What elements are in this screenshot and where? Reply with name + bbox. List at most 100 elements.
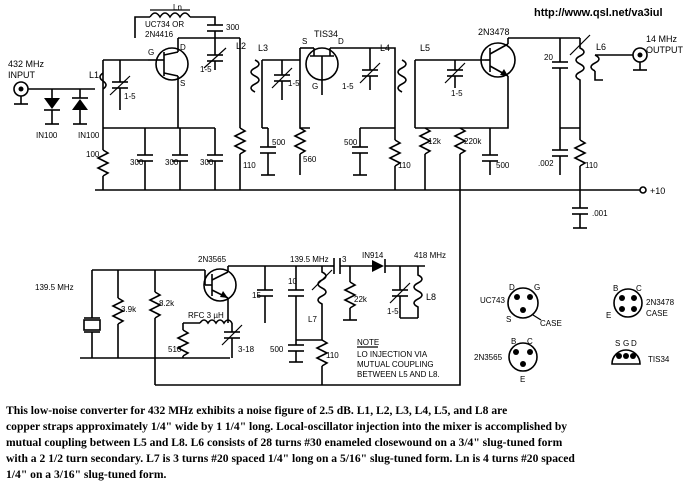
r110a-value: 110: [243, 161, 256, 170]
diode-d2-label: IN100: [78, 131, 100, 140]
r220k-value: 220k: [464, 137, 482, 146]
cap-3: [330, 258, 372, 274]
c300a-value: 300: [226, 23, 240, 32]
p2n3565-e: E: [520, 375, 525, 384]
inductor-l1: [99, 60, 107, 120]
caption-line-1: This low-noise converter for 432 MHz exh…: [6, 404, 508, 417]
r39k-value: 3.9k: [121, 305, 137, 314]
resistor-110-a: [233, 127, 247, 190]
q2-gate: G: [312, 82, 318, 91]
l5-label: L5: [420, 43, 430, 53]
pinout-uc743: [507, 287, 542, 321]
q4-type: 2N3565: [198, 255, 227, 264]
diode-in914-label: IN914: [362, 251, 384, 260]
l8-label: L8: [426, 292, 436, 302]
converter-schematic: 432 MHz INPUT IN100 IN100 L1: [8, 3, 684, 386]
input-trimmer: [109, 60, 131, 110]
l2-label: L2: [236, 41, 246, 51]
source-url: http://www.qsl.net/va3iul: [534, 7, 663, 19]
q1-source: S: [180, 79, 185, 88]
c500d-value: 500: [270, 345, 284, 354]
q3-transistor: [480, 38, 516, 120]
resistor-100: [96, 149, 110, 190]
tis34-d: D: [631, 339, 637, 348]
cap-300-b: [137, 128, 153, 190]
p2n3565-c: C: [527, 337, 533, 346]
c300c-value: 300: [165, 158, 179, 167]
multiplier-trimmer: [389, 266, 411, 318]
c318-value: 3-18: [238, 345, 255, 354]
note-line-3: BETWEEN L5 AND L8.: [357, 370, 440, 379]
rfc-label: RFC 3 µH: [188, 311, 224, 320]
p2n3478-e: E: [606, 311, 611, 320]
q2-drain: D: [338, 37, 344, 46]
r22k-value: 22k: [354, 295, 368, 304]
drain-trimmer: [203, 38, 227, 70]
c15-value: 15: [252, 291, 261, 300]
q1-type-a: UC734 OR: [145, 20, 184, 29]
cap-001: [572, 190, 588, 229]
r510-value: 510: [168, 345, 182, 354]
resistor-510: [176, 323, 190, 358]
q3-trimmer-value: 1-5: [451, 89, 463, 98]
note-title: NOTE: [357, 338, 379, 347]
caption-line-4: with a 2 1/2 turn secondary. L7 is 3 tur…: [6, 452, 575, 465]
crystal: [83, 270, 101, 358]
uc743-s: S: [506, 315, 511, 324]
p2n3478-case: CASE: [646, 309, 668, 318]
r110c-value: 110: [585, 161, 598, 170]
caption-line-3: mutual coupling between L5 and L8. L6 co…: [6, 436, 563, 449]
output-jack: [632, 47, 648, 71]
r110b-value: 110: [398, 161, 411, 170]
r100-value: 100: [86, 150, 100, 159]
resistor-110-d: [315, 339, 329, 385]
cap-500-b: [352, 128, 368, 176]
resistor-560: [293, 127, 307, 175]
multiplier-trimmer-value: 1-5: [387, 307, 399, 316]
q2-drain-trimmer: [359, 48, 381, 90]
q2-source: S: [302, 37, 307, 46]
p2n3478-c: C: [636, 284, 642, 293]
q1-drain: D: [180, 43, 186, 52]
l3-label: L3: [258, 43, 268, 53]
q1-type-b: 2N4416: [145, 30, 174, 39]
diode-d2: [72, 89, 88, 125]
r12k-value: 12k: [428, 137, 442, 146]
multiplier-frequency: 418 MHz: [414, 251, 446, 260]
caption: This low-noise converter for 432 MHz exh…: [6, 403, 694, 483]
r82k-value: 8.2k: [159, 299, 175, 308]
q1-gate: G: [148, 48, 154, 57]
uc743-case: CASE: [540, 319, 562, 328]
cap-300-c: [172, 128, 188, 190]
c3-value: 3: [342, 255, 347, 264]
input-jack: [13, 81, 29, 105]
cap-20: [552, 38, 568, 128]
l7-label: L7: [308, 315, 317, 324]
inductor-l7: [311, 266, 333, 340]
input-label: INPUT: [8, 70, 36, 80]
uc743-d: D: [509, 283, 515, 292]
l6-label: L6: [596, 42, 606, 52]
q2-drain-trimmer-value: 1-5: [342, 82, 354, 91]
cap-002: [552, 128, 568, 175]
q4-transistor: [203, 266, 237, 310]
cap-10: [288, 266, 304, 340]
cap-300-d: [207, 128, 223, 190]
pinout-tis34: [611, 349, 641, 365]
resistor-39k: [111, 270, 125, 358]
c300d-value: 300: [200, 158, 214, 167]
c500a-value: 500: [272, 138, 286, 147]
ln-label: Ln: [173, 3, 182, 12]
q2-gate-trimmer: [271, 60, 293, 100]
supply-label: +10: [650, 186, 665, 196]
rfc-inductor: [199, 319, 233, 325]
q2-transistor: [300, 47, 360, 95]
r560-value: 560: [303, 155, 317, 164]
inductor-l6: [569, 34, 600, 128]
inductor-ln: [149, 9, 191, 19]
drain-trimmer-value: 1-5: [200, 65, 212, 74]
cap-318: [221, 323, 243, 358]
c20-value: 20: [544, 53, 553, 62]
inductor-l4: [397, 59, 407, 93]
